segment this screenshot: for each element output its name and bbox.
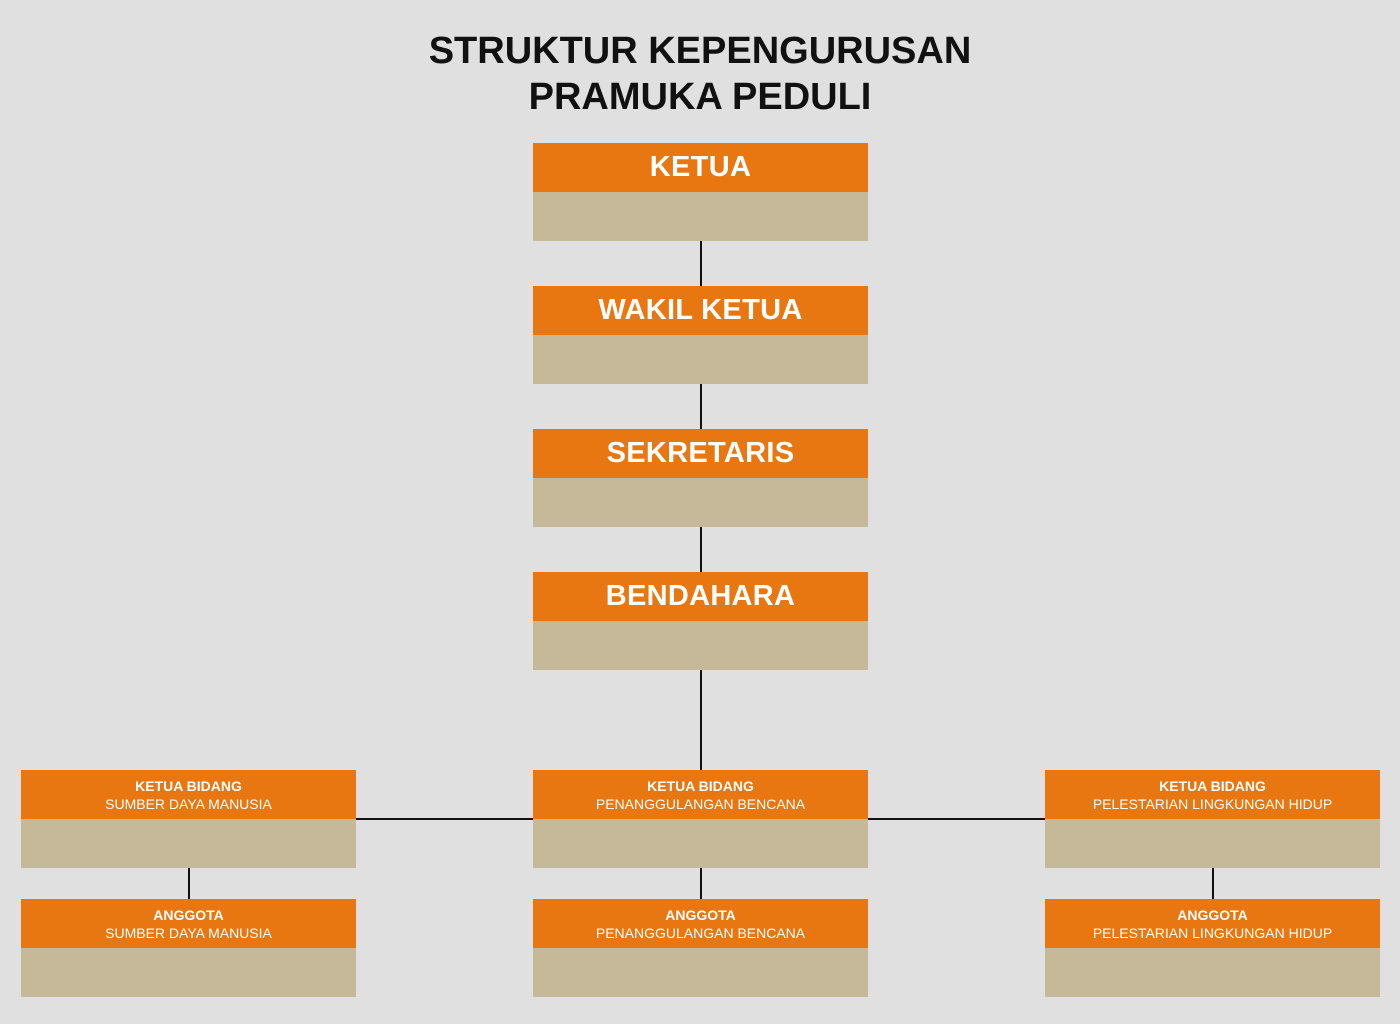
node-anggota-lingkungan-name: PELESTARIAN LINGKUNGAN HIDUP	[1092, 924, 1333, 941]
node-anggota-sdm-name: SUMBER DAYA MANUSIA	[105, 924, 272, 941]
node-ketua: KETUA	[533, 143, 868, 241]
node-ketua-bidang-bencana-name: PENANGGULANGAN BENCANA	[595, 795, 806, 812]
chart-title-line-1: STRUKTUR KEPENGURUSAN	[428, 30, 972, 72]
node-anggota-lingkungan: ANGGOTA PELESTARIAN LINGKUNGAN HIDUP	[1045, 899, 1380, 997]
node-sekretaris-label: SEKRETARIS	[606, 437, 795, 469]
node-ketua-header: KETUA	[533, 143, 868, 192]
node-wakil-ketua-label: WAKIL KETUA	[598, 294, 803, 326]
node-ketua-bidang-bencana: KETUA BIDANG PENANGGULANGAN BENCANA	[533, 770, 868, 868]
node-anggota-bencana-name: PENANGGULANGAN BENCANA	[595, 924, 806, 941]
node-anggota-bencana: ANGGOTA PENANGGULANGAN BENCANA	[533, 899, 868, 997]
node-wakil-ketua: WAKIL KETUA	[533, 286, 868, 384]
node-bendahara: BENDAHARA	[533, 572, 868, 670]
node-anggota-bencana-header: ANGGOTA PENANGGULANGAN BENCANA	[533, 899, 868, 948]
node-ketua-bidang-sdm-header: KETUA BIDANG SUMBER DAYA MANUSIA	[21, 770, 356, 819]
node-ketua-label: KETUA	[649, 151, 752, 183]
node-wakil-ketua-body	[533, 335, 868, 384]
chart-title: STRUKTUR KEPENGURUSAN PRAMUKA PEDULI	[0, 28, 1400, 120]
node-ketua-bidang-lingkungan-role: KETUA BIDANG	[1159, 777, 1266, 794]
chart-title-line-2: PRAMUKA PEDULI	[528, 76, 872, 118]
node-bendahara-header: BENDAHARA	[533, 572, 868, 621]
node-anggota-sdm-role: ANGGOTA	[153, 906, 224, 923]
node-sekretaris-body	[533, 478, 868, 527]
node-anggota-sdm: ANGGOTA SUMBER DAYA MANUSIA	[21, 899, 356, 997]
node-sekretaris: SEKRETARIS	[533, 429, 868, 527]
node-ketua-bidang-bencana-role: KETUA BIDANG	[647, 777, 754, 794]
node-ketua-bidang-bencana-header: KETUA BIDANG PENANGGULANGAN BENCANA	[533, 770, 868, 819]
node-anggota-bencana-body	[533, 948, 868, 997]
node-ketua-bidang-lingkungan-body	[1045, 819, 1380, 868]
node-ketua-bidang-lingkungan-header: KETUA BIDANG PELESTARIAN LINGKUNGAN HIDU…	[1045, 770, 1380, 819]
node-ketua-bidang-sdm-role: KETUA BIDANG	[135, 777, 242, 794]
node-bendahara-label: BENDAHARA	[605, 580, 796, 612]
node-sekretaris-header: SEKRETARIS	[533, 429, 868, 478]
node-wakil-ketua-header: WAKIL KETUA	[533, 286, 868, 335]
node-bendahara-body	[533, 621, 868, 670]
node-anggota-bencana-role: ANGGOTA	[665, 906, 736, 923]
node-ketua-bidang-bencana-body	[533, 819, 868, 868]
node-anggota-sdm-body	[21, 948, 356, 997]
node-ketua-bidang-lingkungan-name: PELESTARIAN LINGKUNGAN HIDUP	[1092, 795, 1333, 812]
node-anggota-lingkungan-header: ANGGOTA PELESTARIAN LINGKUNGAN HIDUP	[1045, 899, 1380, 948]
node-ketua-bidang-sdm-name: SUMBER DAYA MANUSIA	[105, 795, 272, 812]
node-anggota-sdm-header: ANGGOTA SUMBER DAYA MANUSIA	[21, 899, 356, 948]
node-ketua-body	[533, 192, 868, 241]
node-ketua-bidang-sdm-body	[21, 819, 356, 868]
node-ketua-bidang-lingkungan: KETUA BIDANG PELESTARIAN LINGKUNGAN HIDU…	[1045, 770, 1380, 868]
node-anggota-lingkungan-body	[1045, 948, 1380, 997]
node-ketua-bidang-sdm: KETUA BIDANG SUMBER DAYA MANUSIA	[21, 770, 356, 868]
node-anggota-lingkungan-role: ANGGOTA	[1177, 906, 1248, 923]
